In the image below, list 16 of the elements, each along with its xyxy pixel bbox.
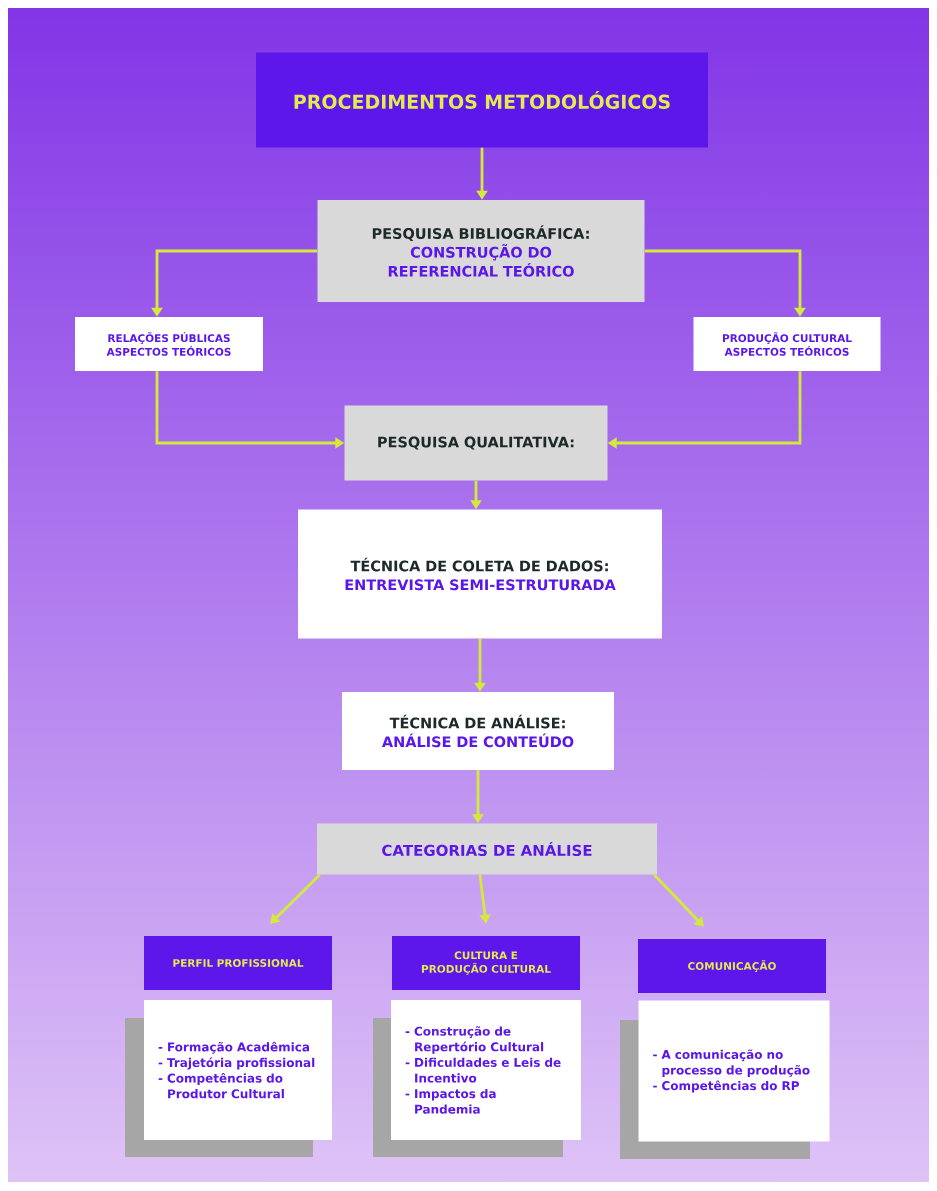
process-box: TÉCNICA DE COLETA DE DADOS: ENTREVISTA SEMI-ESTRUTURADA <box>298 509 662 639</box>
list-box: - Construção de Repertório Cultural - Dificuldades e Leis de Incentivo - Impactos da Pandemia <box>391 1000 581 1140</box>
category-header: PERFIL PROFISSIONAL <box>144 936 332 990</box>
list-box: - A comunicação no processo de produção - Competências do RP <box>638 1000 830 1142</box>
process-box: PESQUISA BIBLIOGRÁFICA: CONSTRUÇÃO DO REFERENCIAL TEÓRICO <box>317 200 645 302</box>
category-header: COMUNICAÇÃO <box>638 939 826 993</box>
process-box: PRODUÇÃO CULTURAL ASPECTOS TEÓRICOS <box>693 317 881 371</box>
category-header: CULTURA E PRODUÇÃO CULTURAL <box>392 936 580 990</box>
process-box: TÉCNICA DE ANÁLISE: ANÁLISE DE CONTEÚDO <box>342 692 614 770</box>
arrow <box>270 873 321 924</box>
arrow <box>653 873 704 927</box>
list-box: - Formação Acadêmica - Trajetória profissional - Competências do Produtor Cultural <box>144 1000 332 1140</box>
process-box: RELAÇÕES PÚBLICAS ASPECTOS TEÓRICOS <box>75 317 263 371</box>
process-box: PESQUISA QUALITATIVA: <box>344 405 608 481</box>
category-header: PROCEDIMENTOS METODOLÓGICOS <box>256 52 708 148</box>
process-box: CATEGORIAS DE ANÁLISE <box>317 823 657 875</box>
